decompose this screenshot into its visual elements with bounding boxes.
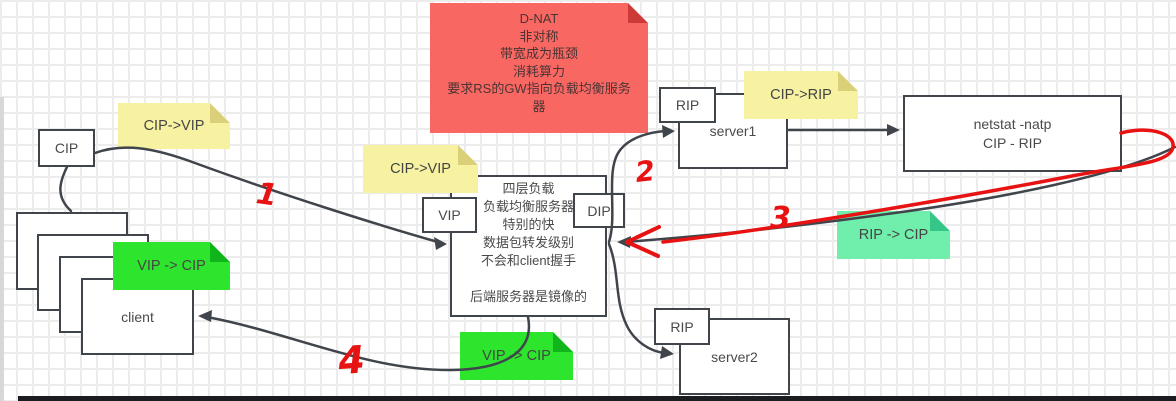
sticky-vip-cip-client[interactable]: VIP -> CIP: [113, 242, 230, 290]
ink-return-arrowhead: [625, 225, 661, 258]
arrowhead-into-lb-left: [434, 237, 447, 250]
arrowhead-into-netstat: [887, 124, 900, 136]
vip-label: VIP: [438, 207, 461, 223]
arrowhead-return-into-lb: [617, 236, 631, 248]
sticky-rip-cip-text: RIP -> CIP: [858, 227, 929, 243]
sticky-fold-corner: [210, 242, 230, 262]
rip-top-label: RIP: [675, 97, 700, 113]
arrowhead-into-client: [198, 310, 212, 322]
netstat-box[interactable]: netstat -natp CIP - RIP: [903, 95, 1122, 172]
dip-label: DIP: [587, 202, 611, 219]
rip-bottom-label: RIP: [670, 318, 694, 335]
sticky-cip-rip-text: CIP->RIP: [770, 87, 832, 103]
left-edge-strip: [0, 97, 4, 401]
rip-bottom-box[interactable]: RIP: [654, 308, 710, 345]
sticky-fold-corner: [458, 145, 478, 165]
cip-box[interactable]: CIP: [38, 129, 95, 167]
sticky-vip-cip-client-text: VIP -> CIP: [137, 258, 206, 274]
ink-step-3: 3: [770, 201, 791, 236]
sticky-fold-corner: [930, 211, 950, 231]
sticky-cip-vip-mid-text: CIP->VIP: [390, 161, 451, 177]
server1-label: server1: [709, 123, 757, 139]
bottom-edge-bar: [18, 396, 1176, 401]
client-label: client: [121, 308, 154, 325]
cip-label: CIP: [54, 140, 79, 156]
load-balancer-text: 四层负载 负载均衡服务器 特别的快 数据包转发级别 不会和client握手 后端…: [469, 181, 587, 304]
dip-box[interactable]: DIP: [573, 193, 625, 228]
sticky-fold-corner: [628, 3, 648, 23]
connector-cip-to-clients[interactable]: [59, 165, 73, 213]
ink-step-1: 1: [254, 176, 280, 214]
sticky-cip-vip-mid[interactable]: CIP->VIP: [363, 145, 478, 193]
sticky-fold-corner: [553, 332, 573, 352]
sticky-fold-corner: [210, 103, 230, 123]
sticky-cip-vip-top-text: CIP->VIP: [143, 118, 205, 134]
arrowhead-into-server2: [660, 346, 674, 359]
sticky-vip-cip-bottom[interactable]: VIP -> CIP: [460, 332, 573, 380]
sticky-dnat-text: D-NAT 非对称 带宽成为瓶颈 消耗算力 要求RS的GW指向负载均衡服务器: [447, 11, 631, 114]
ink-step-2: 2: [634, 154, 657, 189]
arrowhead-into-server1: [662, 125, 675, 138]
rip-top-box[interactable]: RIP: [659, 87, 716, 123]
server2-label: server2: [711, 348, 758, 365]
sticky-vip-cip-bottom-text: VIP -> CIP: [482, 348, 551, 364]
netstat-label: netstat -natp CIP - RIP: [973, 115, 1052, 151]
sticky-dnat-note[interactable]: D-NAT 非对称 带宽成为瓶颈 消耗算力 要求RS的GW指向负载均衡服务器: [430, 3, 648, 133]
client-box[interactable]: client: [81, 278, 194, 355]
sticky-rip-cip[interactable]: RIP -> CIP: [837, 211, 950, 259]
vip-box[interactable]: VIP: [422, 197, 477, 233]
sticky-cip-vip-top[interactable]: CIP->VIP: [118, 103, 230, 149]
sticky-fold-corner: [838, 71, 858, 91]
sticky-cip-rip[interactable]: CIP->RIP: [744, 71, 858, 119]
ink-step-4: 4: [336, 337, 366, 383]
